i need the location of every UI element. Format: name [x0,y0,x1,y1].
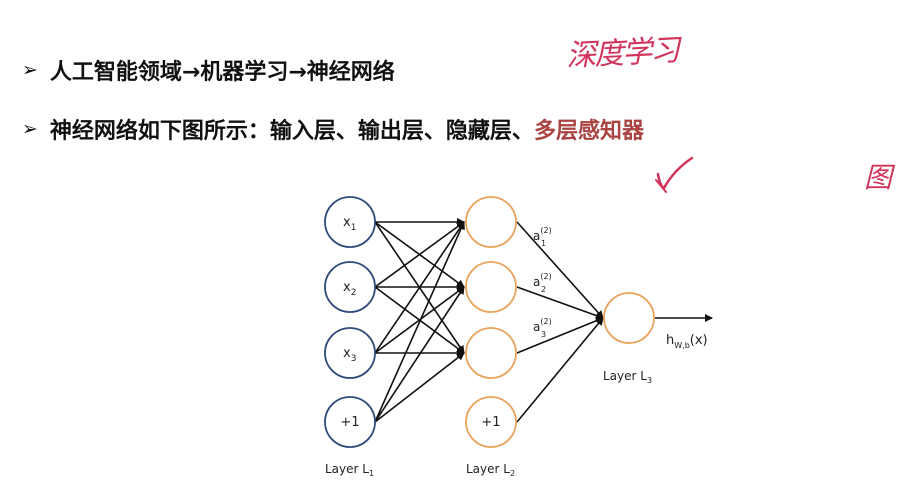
input-node-x2 [324,261,376,313]
input-node-bias [324,396,376,448]
hidden-label-bias: +1 [481,415,500,430]
activation-label-a2: a(2)2 [533,272,552,294]
hidden-node-1 [465,196,517,248]
activation-label-a3: a(2)3 [533,317,552,339]
input-layer [324,196,376,448]
hidden-node-2 [465,261,517,313]
connection-edge [374,221,465,288]
connection-edge [374,221,465,423]
bullet-1: ➢ 人工智能领域→机器学习→神经网络 [22,54,395,86]
input-node-x3 [324,327,376,379]
connection-edge [516,286,604,320]
hidden-layer [465,196,517,448]
input-label-x3: x3 [343,346,356,364]
layer-label-l1: Layer L1 [325,462,374,478]
bullet-1-text: 人工智能领域→机器学习→神经网络 [49,60,395,85]
connection-edge [374,286,465,423]
connection-edge [516,221,604,319]
bullet-2: ➢ 神经网络如下图所示：输入层、输出层、隐藏层、 多层感知器 [22,113,644,145]
bullet-arrow-icon: ➢ [22,59,38,81]
handwritten-annotation-right: 图 [864,161,893,194]
layer-label-l3: Layer L3 [603,369,652,385]
layer-label-l2: Layer L2 [466,462,515,478]
input-label-x1: x1 [343,215,356,233]
connection-edge [516,317,604,423]
hidden-node-bias [465,396,517,448]
connection-edge [516,316,604,354]
connections [374,218,713,423]
connection-edge [374,221,465,354]
bullet-arrow-icon: ➢ [22,118,38,140]
bullet-2-highlight: 多层感知器 [533,119,644,144]
input-label-x2: x2 [343,280,356,298]
connection-edge [374,286,465,354]
check-mark-icon [655,156,694,193]
output-node [603,292,655,344]
activation-label-a1: a(2)1 [533,226,552,248]
connection-edge [374,352,465,423]
bullet-2-text: 神经网络如下图所示：输入层、输出层、隐藏层、 [49,119,534,144]
hidden-node-3 [465,327,517,379]
output-label: hW,b(x) [666,333,708,350]
input-node-x1 [324,196,376,248]
input-label-bias: +1 [340,415,359,430]
